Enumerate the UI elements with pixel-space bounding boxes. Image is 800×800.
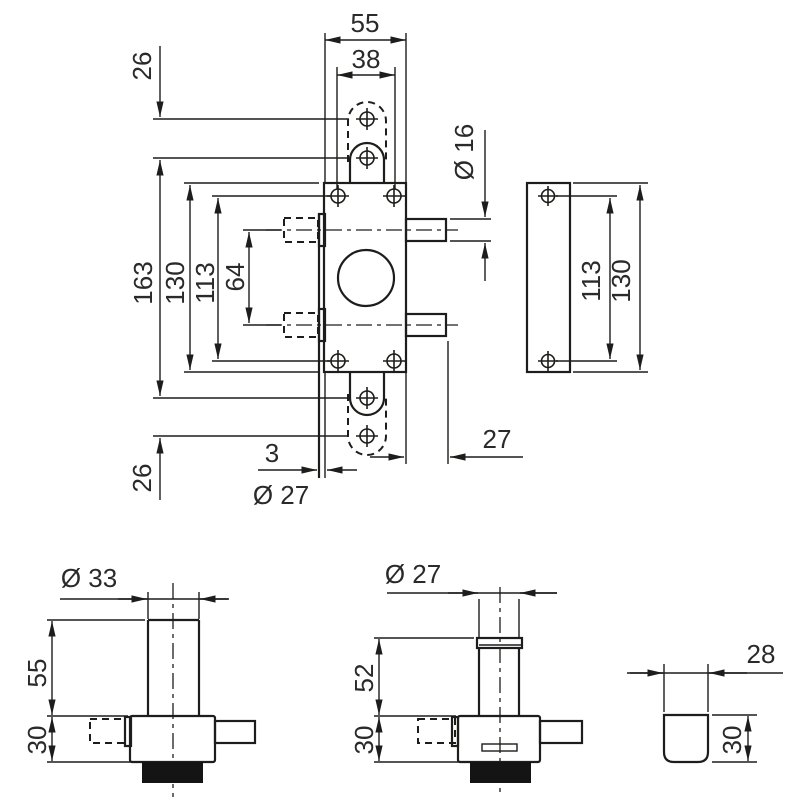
dim-bolt-spacing: 64 [220, 232, 253, 323]
bolt-guide-side [450, 715, 460, 748]
end-view: 30 28 [627, 639, 783, 764]
dim-tab-hole-offset-bottom: 26 [127, 438, 164, 500]
dim-body-height: 130 [160, 185, 194, 370]
dim-bolt-throw: 27 [370, 424, 523, 461]
dim-knob-height: 55 [22, 621, 56, 715]
cylinder-cap-ring [475, 636, 524, 650]
dim-label-knob-diameter: Ø 33 [61, 563, 117, 593]
strike-plate-view [525, 181, 572, 374]
dim-strike-height: 130 [606, 185, 644, 370]
tab-top-solid-outline [348, 141, 386, 184]
key-slot [481, 743, 518, 752]
dim-backplate-gap: 3 [258, 438, 357, 474]
cylinder-hole [336, 248, 396, 308]
dim-end-depth: 30 [717, 716, 752, 761]
dim-label-hole-spacing-h: 38 [352, 44, 381, 74]
dim-bolt-diameter: Ø 16 [449, 124, 489, 281]
strike-plate-outline [525, 181, 572, 374]
bolt-lower-retracted [283, 312, 319, 338]
lock-body-outline [322, 181, 408, 374]
dim-label-hole-spacing-v: 113 [190, 262, 220, 303]
dim-overall-height: 163 [128, 160, 164, 396]
mounting-tab-top [347, 101, 387, 184]
bolt-upper-retracted [283, 217, 319, 243]
bolt-guide-side [123, 715, 133, 748]
dim-label-bolt-spacing: 64 [220, 263, 250, 292]
dim-knob-body-depth: 30 [22, 717, 56, 761]
dim-label-overall-width: 55 [351, 8, 380, 38]
dim-label-end-width: 28 [747, 639, 776, 669]
dim-cylinder-body-depth: 30 [349, 717, 383, 761]
bolt-hidden-side [89, 718, 126, 744]
dim-label-cylinder-body-depth: 30 [349, 726, 379, 755]
dim-label-cylinder-side-diameter: Ø 27 [385, 559, 441, 589]
dim-label-knob-height: 55 [22, 659, 52, 688]
mounting-tab-bottom [347, 371, 387, 456]
front-view-dimensions: 55 38 26 163 26 130 113 64 [127, 8, 648, 510]
dim-label-end-depth: 30 [717, 726, 747, 755]
dim-hole-spacing-h: 38 [337, 44, 395, 79]
mounting-foot [142, 762, 203, 783]
dim-strike-hole-spacing: 113 [576, 198, 614, 359]
dim-overall-width: 55 [325, 8, 406, 44]
bolt-side [538, 719, 584, 745]
dim-hole-spacing-v: 113 [190, 198, 222, 359]
dim-label-knob-body-depth: 30 [22, 726, 52, 755]
end-cap-outline [662, 713, 710, 764]
tab-bottom-solid-outline [348, 371, 386, 417]
dim-cylinder-height: 52 [349, 639, 383, 715]
dim-label-backplate-gap: 3 [265, 438, 279, 468]
bolt-hidden-side [417, 718, 456, 744]
dim-label-cylinder-diameter: Ø 27 [253, 480, 309, 510]
knob-side-view: 55 30 Ø 33 [22, 563, 257, 797]
dim-label-bolt-diameter: Ø 16 [449, 124, 479, 180]
dim-label-strike-hole-spacing: 113 [576, 260, 606, 301]
dim-label-cylinder-height: 52 [349, 664, 379, 693]
front-view [266, 101, 458, 478]
mounting-foot [470, 762, 531, 783]
dim-label-tab-hole-offset-bottom: 26 [127, 464, 157, 493]
dim-label-tab-hole-offset-top: 26 [127, 52, 157, 81]
dim-label-strike-height: 130 [606, 259, 636, 302]
dim-label-body-height: 130 [160, 261, 190, 304]
dim-label-bolt-throw: 27 [483, 424, 512, 454]
bolt-side [213, 719, 257, 745]
dim-tab-hole-offset-top: 26 [127, 46, 164, 117]
cylinder-side-view: 52 30 Ø 27 [349, 559, 584, 797]
locking-bolts [266, 212, 458, 343]
dim-label-overall-height: 163 [128, 261, 158, 304]
